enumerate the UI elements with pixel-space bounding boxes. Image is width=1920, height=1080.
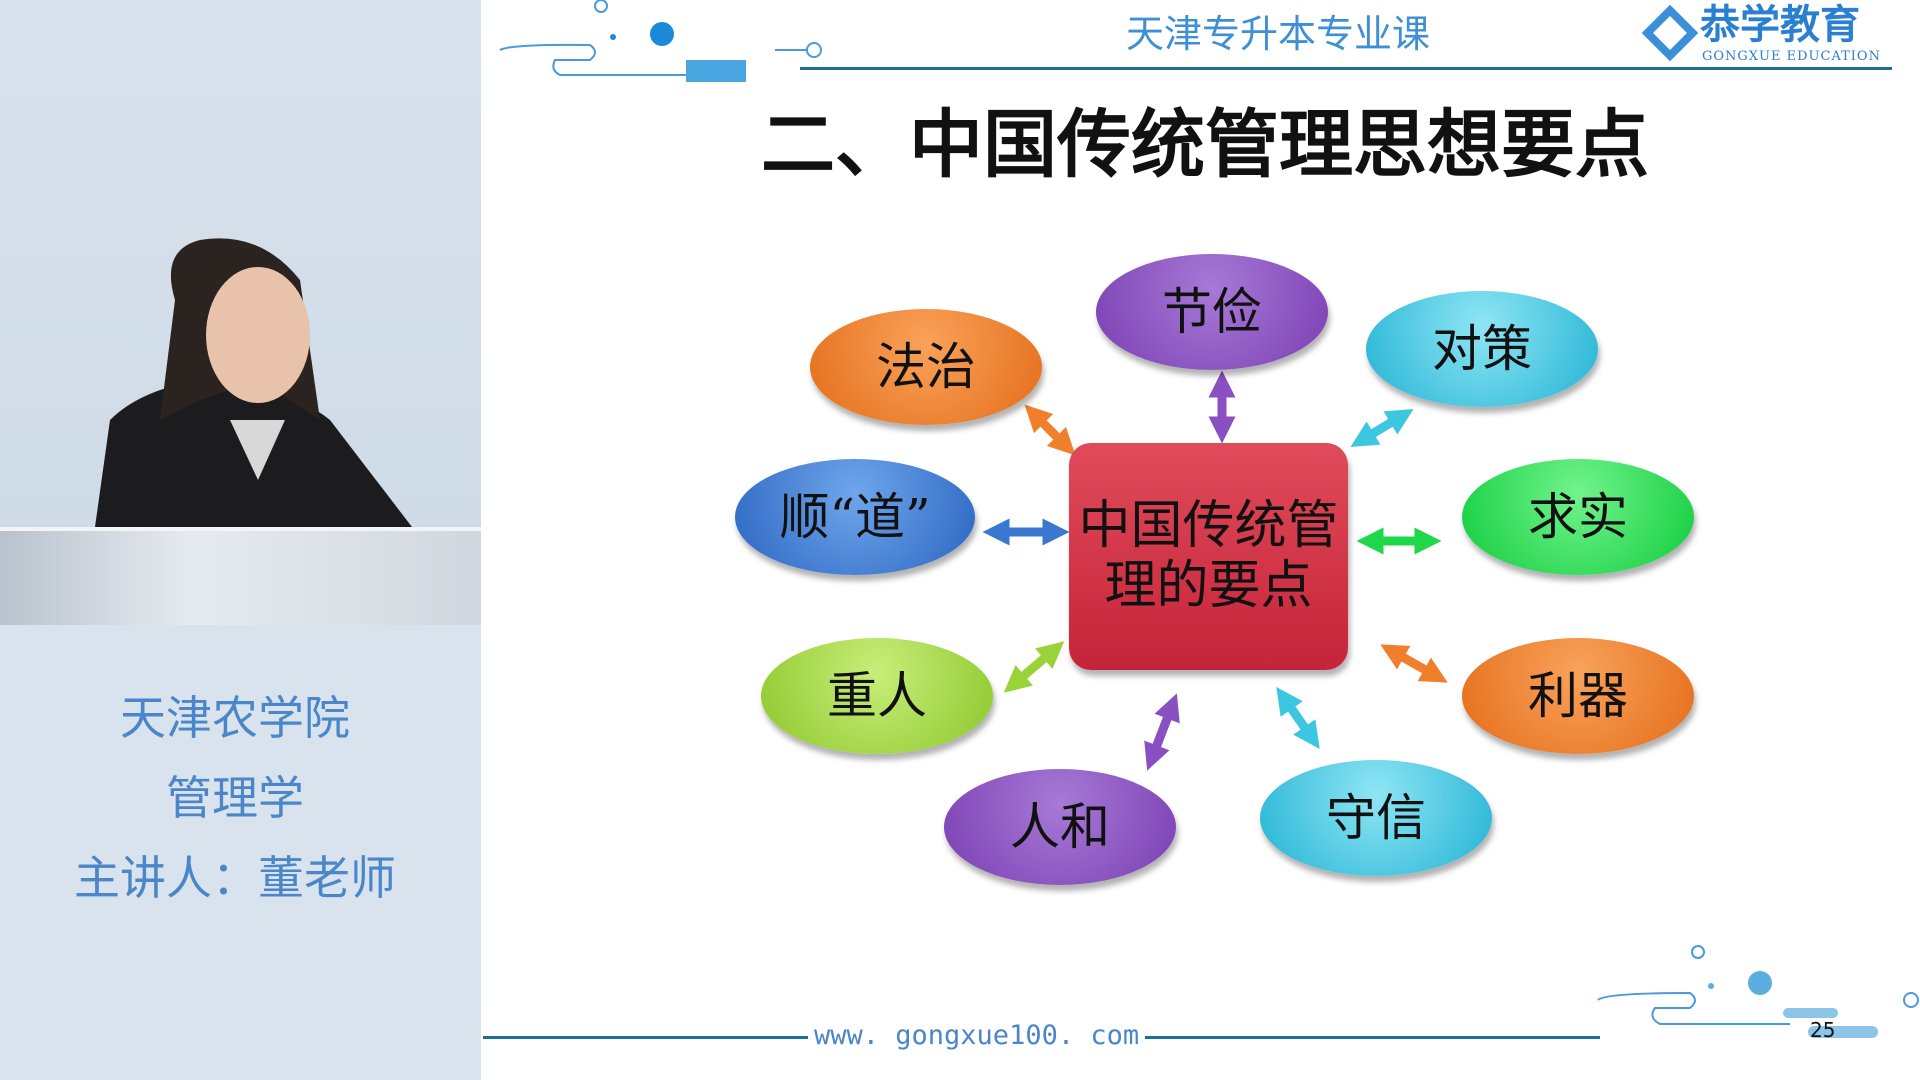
logo-text: 恭学教育 xyxy=(1700,2,1860,48)
video-panel: 天津农学院 管理学 主讲人：董老师 xyxy=(0,0,481,1080)
footer-url: www. gongxue100. com xyxy=(808,1020,1146,1052)
brand-text: 天津专升本专业课 xyxy=(1125,12,1430,56)
logo-subtext: GONGXUE EDUCATION xyxy=(1702,49,1881,64)
logo-mark-icon xyxy=(1641,4,1699,62)
school-name: 天津农学院 xyxy=(120,691,350,745)
center-box: 中国传统管理的要点 xyxy=(1069,443,1348,670)
node-jiejian: 节俭 xyxy=(1096,254,1328,370)
node-renhe: 人和 xyxy=(944,769,1176,885)
course-name: 管理学 xyxy=(166,771,304,825)
node-shundao: 顺“道” xyxy=(735,459,975,575)
node-fazhi: 法治 xyxy=(810,309,1042,425)
lecturer-silhouette xyxy=(95,238,412,527)
node-qiushi: 求实 xyxy=(1462,459,1694,575)
arrow-renhe xyxy=(1144,693,1180,771)
node-shouxin: 守信 xyxy=(1260,760,1492,876)
lecturer-video xyxy=(0,0,481,527)
arrow-duice xyxy=(1350,409,1414,447)
page-number: 25 xyxy=(1810,1018,1836,1042)
desk xyxy=(0,527,481,625)
arrow-liqi xyxy=(1380,644,1448,683)
lecturer-name: 主讲人：董老师 xyxy=(74,851,396,905)
node-liqi: 利器 xyxy=(1462,638,1694,754)
slide-title: 二、中国传统管理思想要点 xyxy=(761,102,1649,188)
arrow-fazhi xyxy=(1024,404,1076,456)
node-duice: 对策 xyxy=(1366,291,1598,407)
arrow-zhongren xyxy=(1003,641,1065,693)
node-zhongren: 重人 xyxy=(761,638,993,754)
arrow-shouxin xyxy=(1276,686,1320,750)
